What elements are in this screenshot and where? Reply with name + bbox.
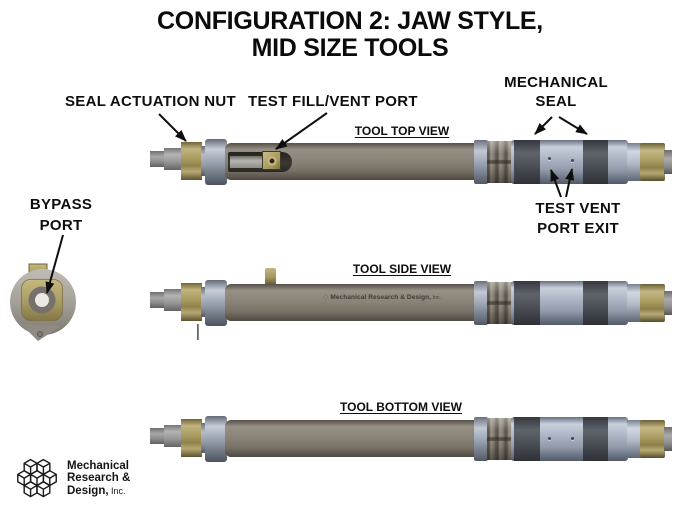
label-seal-actuation-nut: SEAL ACTUATION NUT [65, 93, 236, 110]
page-title: CONFIGURATION 2: JAW STYLE, MID SIZE TOO… [0, 8, 700, 62]
actuation-rod [230, 156, 268, 168]
bypass-pin-hole [37, 331, 43, 337]
label-bypass-port: BYPASS PORT [29, 196, 93, 234]
body-marking: ◇ Mechanical Research & Design, Inc. [302, 293, 462, 301]
tool-side-view: ◇ Mechanical Research & Design, Inc. [150, 268, 673, 340]
front-collar [205, 139, 227, 185]
shaft-tip [150, 151, 165, 167]
mrd-logo-icon [17, 458, 57, 498]
rear-flange [474, 281, 488, 325]
label-mechanical-seal: MECHANICAL SEAL [504, 74, 608, 110]
test-fill-vent-port [262, 151, 281, 170]
leader-seal-actuation-nut [158, 113, 187, 142]
logo-cube-edge [43, 473, 51, 479]
tool-body [225, 284, 476, 321]
spacer-ring [201, 146, 206, 176]
logo-cube-edge [23, 484, 31, 490]
logo-cube-edge [36, 484, 44, 490]
test-vent-port-exit-hole [548, 437, 551, 440]
logo-cube-edge [36, 473, 44, 479]
test-vent-port-exit-hole [571, 437, 574, 440]
logo-cube-edge [43, 484, 51, 490]
test-vent-port-exit-hole [571, 159, 574, 162]
logo-cube-edge [17, 473, 25, 479]
seal-actuation-nut [181, 419, 202, 457]
body-marking-inc: Inc. [431, 295, 442, 301]
rear-flange [474, 140, 488, 184]
mechanical-seal-band [514, 281, 540, 325]
spacer-ring [201, 287, 206, 317]
logo-cube-edge [49, 473, 57, 479]
logo-cube-edge [36, 462, 44, 468]
tool-top-view [150, 139, 673, 185]
rear-flange [474, 417, 488, 461]
shaft-tip [150, 292, 165, 308]
end-nut [640, 284, 665, 322]
locating-pin [197, 324, 199, 340]
leader-mechanical-seal-left [534, 116, 553, 135]
mechanical-seal-band [514, 140, 540, 184]
front-collar [205, 416, 227, 462]
knurled-coupling [487, 141, 512, 183]
logo-cube-edge [30, 473, 38, 479]
view-label-top: TOOL TOP VIEW [354, 124, 450, 138]
bypass-port-part [10, 263, 76, 341]
shaft-tip [150, 428, 165, 444]
leader-mechanical-seal-right [558, 116, 588, 135]
title-line1: CONFIGURATION 2: JAW STYLE, [157, 7, 543, 35]
drive-shaft [164, 289, 183, 311]
knurled-coupling [487, 282, 512, 324]
end-tip [664, 291, 672, 315]
view-label-side: TOOL SIDE VIEW [352, 262, 452, 276]
test-vent-port-exit-hole [548, 157, 551, 160]
hex-section [627, 284, 641, 322]
bypass-port-hole [35, 293, 49, 307]
bypass-port-tab [265, 268, 276, 284]
drive-shaft [164, 425, 183, 447]
label-test-fill-vent-port: TEST FILL/VENT PORT [248, 93, 418, 110]
label-test-vent-port-exit: TEST VENT PORT EXIT [535, 200, 621, 237]
title-line2: MID SIZE TOOLS [251, 34, 449, 62]
view-label-bottom: TOOL BOTTOM VIEW [339, 400, 463, 414]
logo-cube-edge [23, 462, 31, 468]
end-nut [640, 143, 665, 181]
mechanical-seal-band [583, 281, 608, 325]
knurled-coupling [487, 418, 512, 460]
tool-bottom-view [150, 416, 673, 462]
end-tip [664, 150, 672, 174]
mechanical-seal-band [583, 140, 608, 184]
drive-shaft [164, 148, 183, 170]
end-nut [640, 420, 665, 458]
front-collar [205, 280, 227, 326]
body-marking-text: Mechanical Research & Design, [330, 294, 432, 301]
mechanical-seal-band [583, 417, 608, 461]
logo-cube-edge [30, 484, 38, 490]
port-hole [267, 156, 276, 165]
mrd-mini-logo-icon: ◇ [322, 294, 329, 301]
seal-actuation-nut [181, 142, 202, 180]
logo-cube-edge [43, 462, 51, 468]
end-tip [664, 427, 672, 451]
spacer-ring [201, 423, 206, 453]
tool-body [225, 420, 476, 457]
company-logo: Mechanical Research & Design, Inc. [14, 455, 130, 502]
logo-cube-edge [23, 473, 31, 479]
hex-section [627, 143, 641, 181]
company-logo-text: Mechanical Research & Design, Inc. [67, 459, 131, 497]
seal-actuation-nut [181, 283, 202, 321]
logo-cube-edge [30, 462, 38, 468]
hex-section [627, 420, 641, 458]
mechanical-seal-band [514, 417, 540, 461]
